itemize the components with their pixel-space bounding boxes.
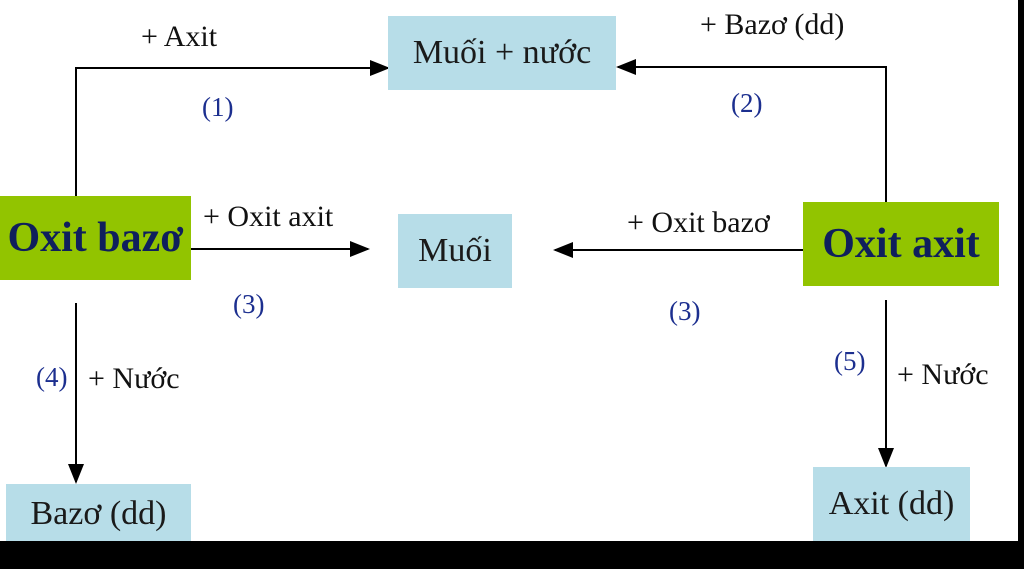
diagram-canvas: Muối + nước Muối Oxit bazơ Oxit axit Baz… (0, 0, 1018, 541)
edge-1-label: + Axit (141, 20, 218, 53)
edge-4-label: + Nước (88, 362, 180, 395)
node-muoi-nuoc: Muối + nước (388, 16, 616, 90)
node-oxit-bazo: Oxit bazơ (0, 196, 191, 280)
arrow-1 (75, 60, 390, 196)
edge-3-right-label: + Oxit bazơ (627, 206, 770, 239)
edge-5-label: + Nước (897, 358, 989, 391)
frame-border-bottom (0, 541, 1024, 569)
edge-1-number: (1) (202, 92, 234, 122)
edge-4-number: (4) (36, 362, 68, 392)
node-oxit-axit: Oxit axit (803, 202, 999, 286)
edge-2-label: + Bazơ (dd) (700, 8, 845, 41)
edge-3-left-number: (3) (233, 289, 265, 319)
edge-3-left-label: + Oxit axit (203, 200, 334, 233)
connector-layer (68, 59, 894, 484)
node-bazo-dd: Bazơ (dd) (6, 484, 191, 541)
edge-5-number: (5) (834, 346, 866, 376)
arrow-2 (616, 59, 887, 202)
edge-2-number: (2) (731, 88, 763, 118)
edge-3-right-number: (3) (669, 296, 701, 326)
node-axit-dd: Axit (dd) (813, 467, 970, 541)
node-muoi: Muối (398, 214, 512, 288)
frame-border-right (1018, 0, 1024, 569)
